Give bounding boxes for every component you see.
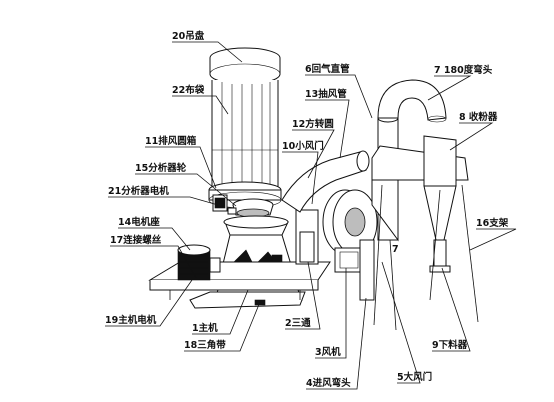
- label-bend-7: 7: [392, 244, 399, 255]
- label-fan: 3风机: [315, 346, 341, 358]
- label-analyzer-motor: 21分析器电机: [108, 185, 169, 197]
- tee: [295, 209, 319, 265]
- air-duct: [281, 150, 370, 213]
- label-analyzer-wheel: 15分析器轮: [135, 162, 187, 174]
- label-main-motor: 19主机电机: [105, 314, 157, 326]
- label-suction-pipe: 13抽风管: [305, 88, 347, 100]
- label-tee: 2三通: [285, 318, 311, 329]
- label-big-damper: 5大风门: [397, 371, 432, 383]
- label-v-belt: 18三角带: [184, 339, 226, 351]
- callout-labels: 20吊盘 22布袋 11排风圆箱 15分析器轮 21分析器电机 14电机座 17…: [105, 30, 509, 389]
- leader-lines: [105, 41, 517, 390]
- label-square-to-round: 12方转圆: [292, 118, 334, 130]
- label-exhaust-round-box: 11排风圆箱: [145, 135, 197, 147]
- cyclone-collector: [371, 135, 469, 273]
- label-feeder: 9下料器: [432, 339, 468, 351]
- label-main-machine: 1主机: [192, 322, 218, 334]
- bag-filter: [208, 47, 282, 209]
- label-hanging-tray: 20吊盘: [172, 30, 205, 42]
- label-inlet-bend: 4进风弯头: [306, 377, 351, 389]
- label-motor-seat: 14电机座: [118, 216, 160, 228]
- label-return-air-pipe: 6回气直管: [305, 63, 350, 75]
- label-180-bend: 7 180度弯头: [434, 64, 493, 76]
- inlet-bend: [359, 239, 375, 301]
- label-powder-collector: 8 收粉器: [459, 111, 498, 123]
- fan: [322, 189, 378, 273]
- label-small-damper: 10小风门: [282, 140, 324, 152]
- support-stand: [373, 184, 479, 331]
- label-connecting-screw: 17连接螺丝: [110, 234, 162, 246]
- label-cloth-bag: 22布袋: [172, 84, 205, 96]
- label-support: 16支架: [476, 217, 509, 229]
